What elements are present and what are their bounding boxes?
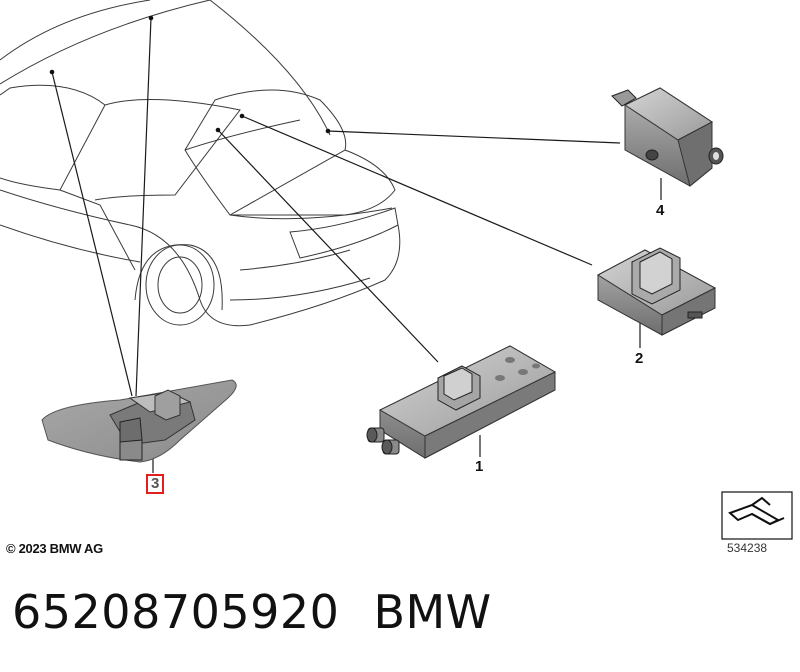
leader-dots [49,15,331,134]
brand-name: BMW [373,585,492,639]
part-4-connector-block [611,87,724,187]
copyright-notice: © 2023 BMW AG [6,541,103,556]
car-outline [0,0,401,327]
part-3-antenna-plate [41,379,237,463]
diagram-number: 534238 [727,541,768,555]
leader-lines [51,17,662,473]
part-number: 65208705920 [12,585,340,639]
callout-part-3-highlighted[interactable]: 3 [146,474,165,494]
footer-caption: 65208705920 BMW [12,585,492,639]
callout-part-4: 4 [656,202,665,219]
part-2-module [597,247,717,336]
callout-part-2: 2 [635,350,644,367]
callout-part-1: 1 [475,458,484,475]
diagram-symbol-icon [721,491,793,540]
part-1-control-unit [366,345,557,459]
